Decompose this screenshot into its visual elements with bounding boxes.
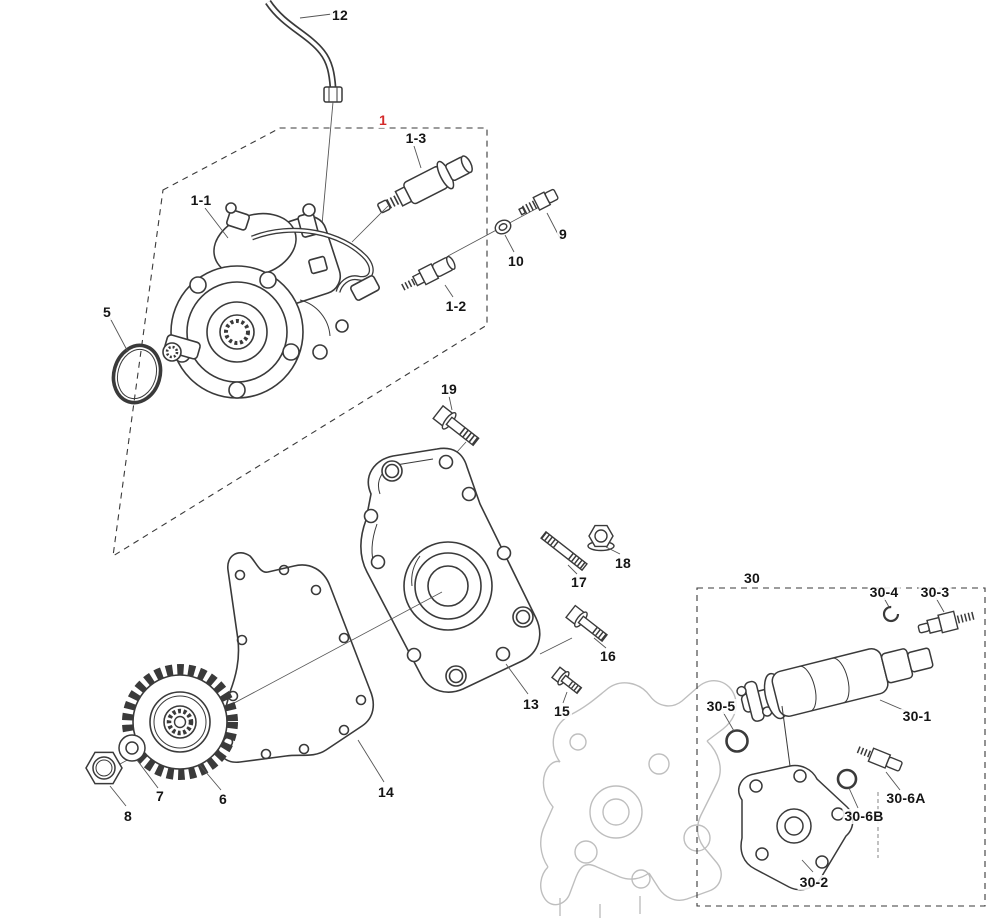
o-ring-5-drawing (109, 317, 163, 405)
solenoid-valve-drawing (377, 155, 473, 214)
leader-18 (605, 546, 621, 555)
stud-17-drawing (540, 530, 588, 572)
leader-12 (299, 13, 333, 19)
part-label-19: 19 (439, 381, 459, 398)
drive-gear-drawing (122, 664, 238, 780)
part-label-5: 5 (101, 304, 113, 321)
part-label-30-1: 30-1 (900, 708, 934, 725)
leader-30-2 (801, 859, 814, 873)
part-label-1-3: 1-3 (403, 130, 429, 147)
bolt-15-drawing (550, 666, 583, 695)
leader-1-1 (204, 207, 229, 239)
sensor-drawing (401, 255, 456, 291)
part-label-16: 16 (598, 648, 618, 665)
nut-8-drawing (85, 751, 123, 785)
engine-block-faint-drawing (540, 679, 737, 918)
leader-30-6a (885, 771, 901, 791)
part-label-14: 14 (376, 784, 396, 801)
axis-1-3 (351, 205, 389, 243)
leader-14 (357, 739, 385, 783)
part-label-1-1: 1-1 (188, 192, 214, 209)
part-label-6: 6 (217, 791, 229, 808)
part-label-8: 8 (122, 808, 134, 825)
pump-cylinder-30-1-drawing (736, 647, 934, 722)
part-label-1: 1 (377, 112, 389, 129)
part-label-1-2: 1-2 (443, 298, 469, 315)
leader-8 (109, 785, 127, 807)
leader-10 (504, 234, 515, 253)
gasket-drawing (216, 552, 375, 763)
part-label-30: 30 (742, 570, 762, 587)
washer-7-drawing (118, 734, 146, 762)
leader-19 (448, 395, 453, 411)
part-label-9: 9 (557, 226, 569, 243)
part-label-30-5: 30-5 (704, 698, 738, 715)
part-label-30-2: 30-2 (797, 874, 831, 891)
leader-1-2 (444, 284, 454, 298)
part-label-30-3: 30-3 (918, 584, 952, 601)
fitting-bolt-drawing (518, 188, 559, 216)
leader-30-5 (722, 711, 735, 732)
snap-ring-30-4-drawing (882, 605, 900, 623)
axis-16 (539, 637, 573, 655)
part-label-10: 10 (506, 253, 526, 270)
part-label-13: 13 (521, 696, 541, 713)
bolt-19-drawing (432, 404, 480, 447)
leader-1-3 (413, 145, 422, 169)
part-label-15: 15 (552, 703, 572, 720)
o-ring-30-5-drawing (725, 729, 749, 753)
leader-6 (198, 763, 222, 791)
assembly-1-boundary (112, 127, 488, 558)
sensor-30-6a-drawing (856, 746, 903, 772)
nut-18-drawing (587, 524, 615, 552)
leader-13 (505, 663, 529, 695)
o-ring-30-6b-drawing (836, 768, 858, 790)
part-label-30-4: 30-4 (867, 584, 901, 601)
leader-7 (136, 759, 159, 789)
sensor-30-3-drawing (917, 610, 977, 634)
part-label-30-6A: 30-6A (884, 790, 928, 807)
leader-16 (593, 637, 607, 649)
part-label-17: 17 (569, 574, 589, 591)
housing-30-2-drawing (738, 705, 854, 891)
leader-30-6b (848, 787, 859, 809)
injection-pump-drawing (162, 202, 380, 399)
bolt-16-drawing (565, 604, 608, 643)
assembly-30-boundary (696, 587, 986, 907)
timing-cover-drawing (360, 447, 541, 693)
leader-15 (562, 691, 568, 704)
part-label-30-6B: 30-6B (842, 808, 886, 825)
part-label-12: 12 (330, 7, 350, 24)
washer-10-drawing (494, 219, 512, 235)
leader-17 (567, 564, 578, 575)
part-label-18: 18 (613, 555, 633, 572)
part-label-7: 7 (154, 788, 166, 805)
